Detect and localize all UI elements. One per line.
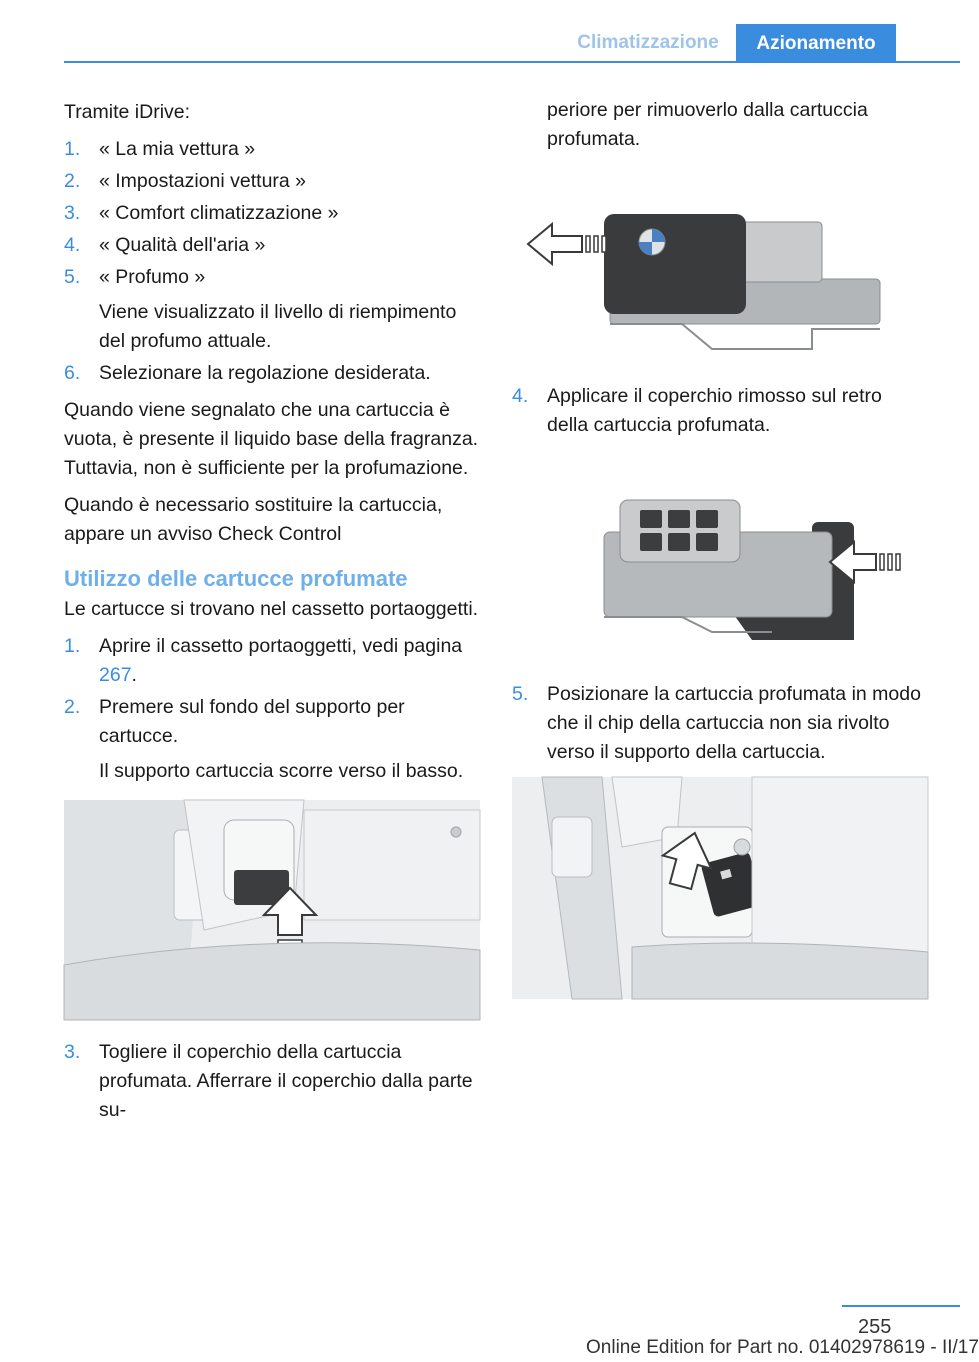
header-chapter-tab: Azionamento [736, 24, 896, 63]
header-section-title: Climatizzazione [577, 31, 719, 53]
list-item: 4. « Qualità dell'aria » [64, 231, 480, 260]
header-rule [64, 61, 960, 63]
list-item: 1. « La mia vettura » [64, 135, 480, 164]
intro-text: Tramite iDrive: [64, 101, 191, 123]
list-item: 5. « Profumo » Viene visualizzato il livel… [64, 263, 480, 356]
step-text: Togliere il coperchio della cartuccia pr… [99, 1041, 473, 1121]
cartridge-insertion-image [512, 776, 929, 1000]
step-subtext: Il supporto cartuccia scorre verso il ba… [99, 760, 464, 782]
step-text: « La mia vettura » [99, 138, 256, 160]
step-text-end: . [131, 664, 137, 686]
list-item: 3. « Comfort climatizzazione » [64, 199, 480, 228]
list-item: 5. Posizionare la cartuccia profumata in … [512, 680, 928, 767]
step-text: « Comfort climatizzazione » [99, 202, 339, 224]
list-item: 2. Premere sul fondo del supporto per car… [64, 693, 480, 786]
page-number: 255 [858, 1316, 892, 1338]
step-text: Posizionare la cartuccia profumata in mo… [547, 683, 921, 763]
step-number: 6. [64, 362, 81, 384]
step-number: 4. [512, 385, 529, 407]
step-text: « Qualità dell'aria » [99, 234, 266, 256]
usage-steps-list-right-2: 5. Posizionare la cartuccia profumata in … [512, 680, 928, 767]
list-item: 4. Applicare il coperchio rimosso sul ret… [512, 382, 928, 440]
edition-note: Online Edition for Part no. 01402978619 … [586, 1337, 979, 1358]
continued-text: periore per rimuoverlo dalla cartuccia p… [547, 99, 868, 150]
step-number: 2. [64, 170, 81, 192]
cover-removal-illustration [526, 214, 881, 350]
page-link[interactable]: 267 [99, 664, 132, 686]
step-number: 3. [64, 1041, 81, 1063]
usage-steps-list-continued: 3. Togliere il coperchio della cartuccia … [64, 1038, 480, 1125]
list-item: 3. Togliere il coperchio della cartuccia … [64, 1038, 480, 1125]
step-text: Aprire il cassetto portaoggetti, vedi pa… [99, 635, 463, 657]
step-text: Applicare il coperchio rimosso sul retro… [547, 385, 882, 436]
list-item: 1. Aprire il cassetto portaoggetti, vedi … [64, 632, 480, 690]
step-number: 1. [64, 635, 81, 657]
list-item: 6. Selezionare la regolazione desiderata. [64, 359, 480, 388]
cartridge-location-paragraph: Le cartucce si trovano nel cassetto port… [64, 598, 479, 620]
step-text: « Impostazioni vettura » [99, 170, 307, 192]
right-column: periore per rimuoverlo dalla cartuccia p… [512, 96, 929, 1017]
step-number: 3. [64, 202, 81, 224]
step-text: Selezionare la regolazione desiderata. [99, 362, 431, 384]
footer-rule [842, 1305, 960, 1307]
left-column: Tramite iDrive: 1. « La mia vettura » 2. «… [63, 98, 481, 1133]
replace-cartridge-paragraph: Quando è necessario sostituire la cartuc… [64, 494, 443, 545]
step-number: 5. [512, 683, 529, 705]
glovebox-cartridge-holder-image [63, 799, 481, 1021]
usage-steps-list: 1. Aprire il cassetto portaoggetti, vedi … [64, 632, 480, 786]
step-text: Premere sul fondo del supporto per cartu… [99, 696, 405, 747]
section-heading: Utilizzo delle cartucce profumate [64, 566, 408, 591]
step-number: 2. [64, 696, 81, 718]
empty-cartridge-paragraph: Quando viene segnalato che una cartuccia… [64, 399, 479, 479]
list-item: 2. « Impostazioni vettura » [64, 167, 480, 196]
idrive-steps-list: 1. « La mia vettura » 2. « Impostazioni ve… [64, 135, 480, 388]
step-number: 4. [64, 234, 81, 256]
step-number: 5. [64, 266, 81, 288]
cover-back-illustration [603, 499, 901, 640]
usage-steps-list-right: 4. Applicare il coperchio rimosso sul ret… [512, 382, 928, 440]
step-text: « Profumo » [99, 266, 206, 288]
step-number: 1. [64, 138, 81, 160]
step-subtext: Viene visualizzato il livello di riempim… [99, 301, 457, 352]
